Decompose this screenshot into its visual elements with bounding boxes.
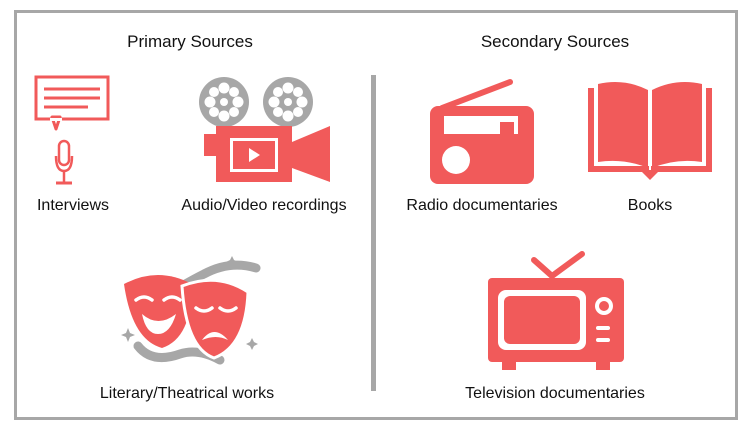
- secondary-sources-heading: Secondary Sources: [480, 32, 630, 51]
- television-documentaries-label: Television documentaries: [465, 385, 645, 402]
- interview-icon: [34, 75, 110, 185]
- books-label: Books: [627, 197, 673, 214]
- column-divider: [371, 75, 376, 391]
- television-icon: [488, 251, 624, 370]
- primary-sources-heading: Primary Sources: [127, 32, 253, 51]
- film-camera-icon: [199, 77, 330, 182]
- radio-documentaries-label: Radio documentaries: [406, 197, 558, 214]
- theater-masks-icon: [121, 256, 261, 365]
- audio-video-recordings-label: Audio/Video recordings: [181, 197, 347, 214]
- radio-icon: [430, 79, 534, 184]
- diagram-frame: [14, 10, 738, 420]
- interviews-label: Interviews: [36, 197, 110, 214]
- book-icon: [588, 82, 712, 180]
- literary-theatrical-works-label: Literary/Theatrical works: [99, 385, 275, 402]
